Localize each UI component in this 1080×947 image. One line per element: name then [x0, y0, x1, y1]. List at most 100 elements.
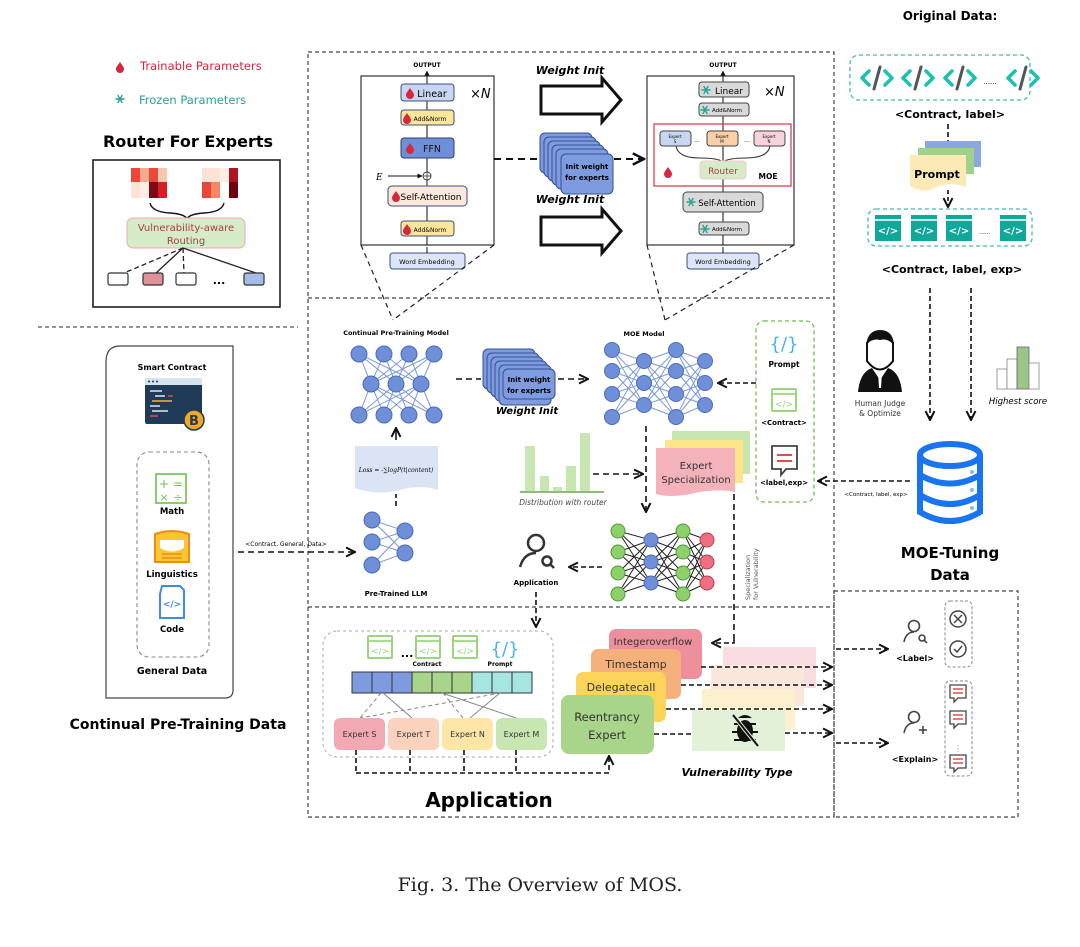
- expert-slot-selected-red: [142, 272, 164, 286]
- code-window-icon: [999, 214, 1027, 242]
- moe-expert-s: [659, 130, 692, 147]
- expert-card-label: Expert N: [450, 730, 485, 739]
- network-edge: [650, 530, 684, 584]
- code-window-icon: [910, 214, 938, 242]
- network-node: [363, 533, 381, 551]
- prompt-panel-contract-label: <Contract>: [761, 419, 807, 427]
- expert-merge-lines: [355, 750, 609, 774]
- network-node: [697, 353, 713, 369]
- contract-window-icon: [771, 388, 797, 412]
- expert-slot-selected-blue: [243, 272, 265, 286]
- explain-vdots: ⋮: [954, 744, 962, 753]
- network-edge: [358, 383, 422, 416]
- left-output-label: OUTPUT: [413, 62, 441, 69]
- frozen-snowflake-icon: [115, 94, 125, 104]
- svg-text:×: ×: [159, 491, 168, 504]
- token-cell: [371, 671, 393, 694]
- explain-user-add-icon: [903, 710, 927, 734]
- left-self-attention-label: Self-Attention: [400, 193, 461, 203]
- moe-tuning-title-2: Data: [930, 566, 970, 584]
- network-node: [697, 375, 713, 391]
- network-node: [610, 565, 626, 581]
- code-dots: ......: [983, 78, 996, 86]
- e-label: E: [375, 173, 383, 183]
- specialized-network-icon: [610, 523, 715, 602]
- code-window-icon: [874, 214, 902, 242]
- moe-ellipsis-1: ...: [694, 137, 700, 144]
- token-cell: [491, 671, 513, 694]
- left-ffn-label: FFN: [423, 144, 441, 155]
- network-node: [412, 375, 430, 393]
- mid-init-weight-label-1: Init weight: [508, 376, 551, 384]
- network-edge: [611, 360, 645, 418]
- expert-card-label: Expert T: [397, 730, 431, 739]
- routing-label-line2: Routing: [167, 236, 205, 247]
- prompt-stack: Prompt: [910, 141, 981, 191]
- original-data-title: Original Data:: [903, 9, 998, 23]
- prompt-label: Prompt: [914, 168, 960, 181]
- code-label: Code: [160, 625, 184, 635]
- network-node: [396, 522, 414, 540]
- pretraining-data-box: [105, 345, 234, 699]
- left-addnorm-top-label: Add&Norm: [414, 116, 447, 123]
- token-cell: [431, 671, 453, 694]
- delegatecall-label: Delegatecall: [587, 681, 656, 694]
- network-edge: [370, 353, 435, 385]
- right-addnorm-bottom-block: [698, 221, 750, 236]
- network-node: [643, 575, 659, 591]
- right-addnorm-top-label: Add&Norm: [712, 108, 742, 114]
- vulnerability-output-cards: [692, 647, 816, 751]
- prompt-panel-box: [755, 320, 815, 503]
- spec-vuln-label-1: Specialization: [744, 555, 752, 600]
- network-node: [668, 363, 684, 379]
- init-weight-label-1: Init weight: [566, 163, 609, 171]
- moe-model-label: MOE Model: [624, 330, 665, 338]
- explanation-chat-icon: [949, 754, 967, 774]
- prompt-panel: {/} Prompt <Contract> <label,exp>: [718, 320, 815, 503]
- network-node: [643, 532, 659, 548]
- expert-card: [442, 718, 493, 750]
- init-weight-stack-mid: Init weight for experts: [482, 348, 556, 406]
- linguistics-book-icon: [154, 530, 190, 563]
- legend: Trainable Parameters Frozen Parameters: [115, 59, 262, 107]
- explanation-chat-icons: [949, 684, 967, 774]
- network-node: [396, 544, 414, 562]
- pretrained-llm-network-icon: [363, 511, 414, 574]
- moe-expert-m-label-2: M: [720, 139, 724, 144]
- left-self-attention-block: [387, 185, 468, 207]
- router-panel-title: Router For Experts: [103, 132, 273, 151]
- left-linear-block: [400, 83, 455, 102]
- network-node: [425, 406, 443, 424]
- expert-specialization-label-1: Expert: [680, 461, 713, 472]
- expert-card: [496, 718, 547, 750]
- network-node: [387, 375, 405, 393]
- weight-init-arrow-top: [539, 73, 623, 127]
- label-exp-chat-icon: [771, 445, 798, 478]
- integeroverflow-label: Integeroverflow: [614, 637, 693, 648]
- left-addnorm-bottom-label: Add&Norm: [414, 227, 447, 234]
- loss-box: Loss = -∑logP(t|content): [355, 446, 438, 493]
- contract-label-exp-box: [867, 208, 1033, 247]
- app-prompt-braces-icon: {/}: [491, 639, 520, 660]
- network-node: [675, 586, 691, 602]
- expert-card-label: Expert S: [343, 730, 377, 739]
- network-node: [636, 397, 652, 413]
- smart-contract-icon: B: [145, 378, 205, 431]
- network-node: [668, 386, 684, 402]
- routing-lines: [359, 692, 517, 719]
- right-word-embedding-label: Word Embedding: [695, 258, 751, 266]
- right-self-attention-block: [682, 191, 764, 213]
- application-user-search-icon: [518, 533, 555, 569]
- code-window-icon: [945, 214, 973, 242]
- expert-specialization-label-2: Specialization: [661, 475, 730, 486]
- human-judge-icon: [858, 330, 902, 392]
- legend-frozen-label: Frozen Parameters: [139, 93, 246, 107]
- moe-ellipsis-2: ...: [744, 137, 750, 144]
- human-judge-label-1: Human Judge: [855, 399, 906, 408]
- network-node: [668, 409, 684, 425]
- network-node: [604, 386, 620, 402]
- network-node: [675, 565, 691, 581]
- prompt-panel-label-exp-label: <label,exp>: [760, 479, 808, 487]
- network-node: [675, 523, 691, 539]
